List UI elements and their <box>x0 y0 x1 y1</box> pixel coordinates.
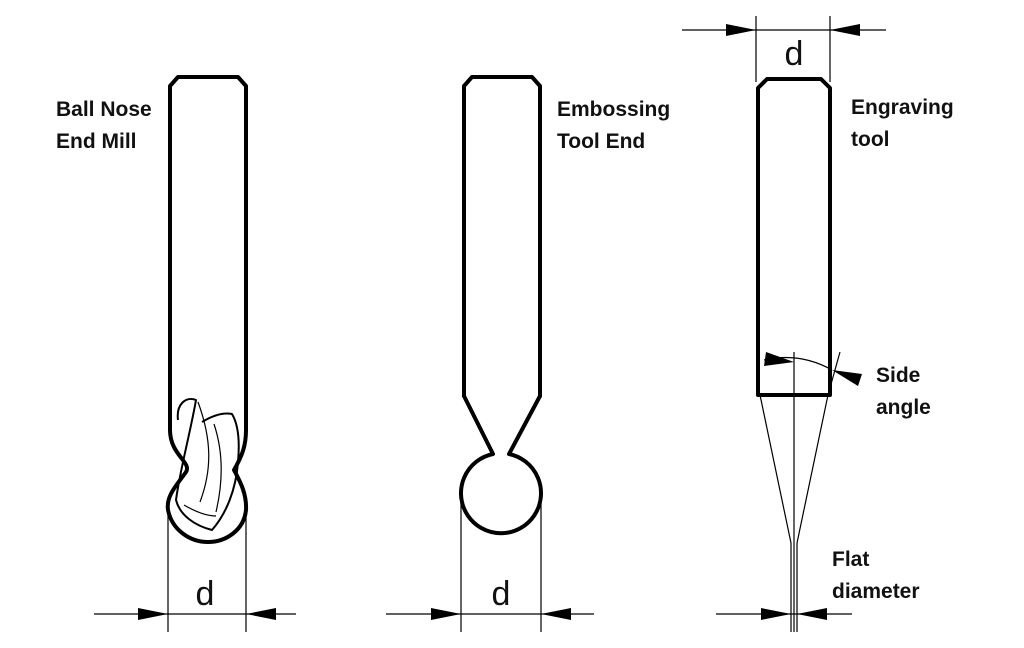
flat-diameter-label-line-2: diameter <box>832 580 920 603</box>
engraving-shank <box>756 77 832 397</box>
ball-nose-flute-inner <box>183 401 222 517</box>
ball-nose-label-line-2: End Mill <box>56 130 137 153</box>
flat-diameter-label: Flat diameter <box>832 548 920 603</box>
embossing-dimension-label: d <box>492 575 511 613</box>
embossing-label-line-2: Tool End <box>557 130 645 153</box>
side-angle-arrow-right <box>832 370 862 386</box>
engraving-cone-right <box>796 394 829 544</box>
engraving-label-line-2: tool <box>851 128 889 151</box>
engraving-cone-left <box>759 394 792 544</box>
side-angle-label-line-2: angle <box>876 396 931 419</box>
ball-nose-label-line-1: Ball Nose <box>56 98 152 121</box>
engraving-top-arrow-right <box>830 24 860 36</box>
side-angle-extension <box>827 351 841 396</box>
engraving-label-line-1: Engraving <box>851 96 954 119</box>
embossing-tool: d Embossing Tool End <box>386 75 676 632</box>
flat-diameter-arrow-right <box>797 608 827 620</box>
engraving-label: Engraving tool <box>851 96 960 151</box>
ball-nose-shank <box>168 75 248 432</box>
ball-nose-dimension-label: d <box>196 575 215 613</box>
ball-nose-end-mill: d Ball Nose End Mill <box>56 75 296 632</box>
ball-nose-arrow-right <box>246 608 276 620</box>
flat-diameter-label-line-1: Flat <box>832 548 869 571</box>
embossing-label: Embossing Tool End <box>557 98 676 153</box>
engraving-top-dimension-label: d <box>785 35 804 73</box>
embossing-neck-and-ball <box>459 394 543 536</box>
ball-nose-label: Ball Nose End Mill <box>56 98 158 153</box>
embossing-arrow-left <box>431 608 461 620</box>
side-angle-label-line-1: Side <box>876 364 920 387</box>
side-angle-arrow-left <box>764 352 794 366</box>
embossing-label-line-1: Embossing <box>557 98 670 121</box>
flat-diameter-arrow-left <box>761 608 791 620</box>
embossing-arrow-right <box>541 608 571 620</box>
ball-nose-arrow-left <box>138 608 168 620</box>
engraving-top-arrow-left <box>726 24 756 36</box>
ball-nose-ball-outline <box>165 428 249 544</box>
ball-nose-flute <box>175 398 240 531</box>
engraving-tool: d Side angle Flat diameter Engraving too <box>682 16 960 632</box>
side-angle-label: Side angle <box>876 364 931 419</box>
embossing-shank <box>462 75 542 398</box>
